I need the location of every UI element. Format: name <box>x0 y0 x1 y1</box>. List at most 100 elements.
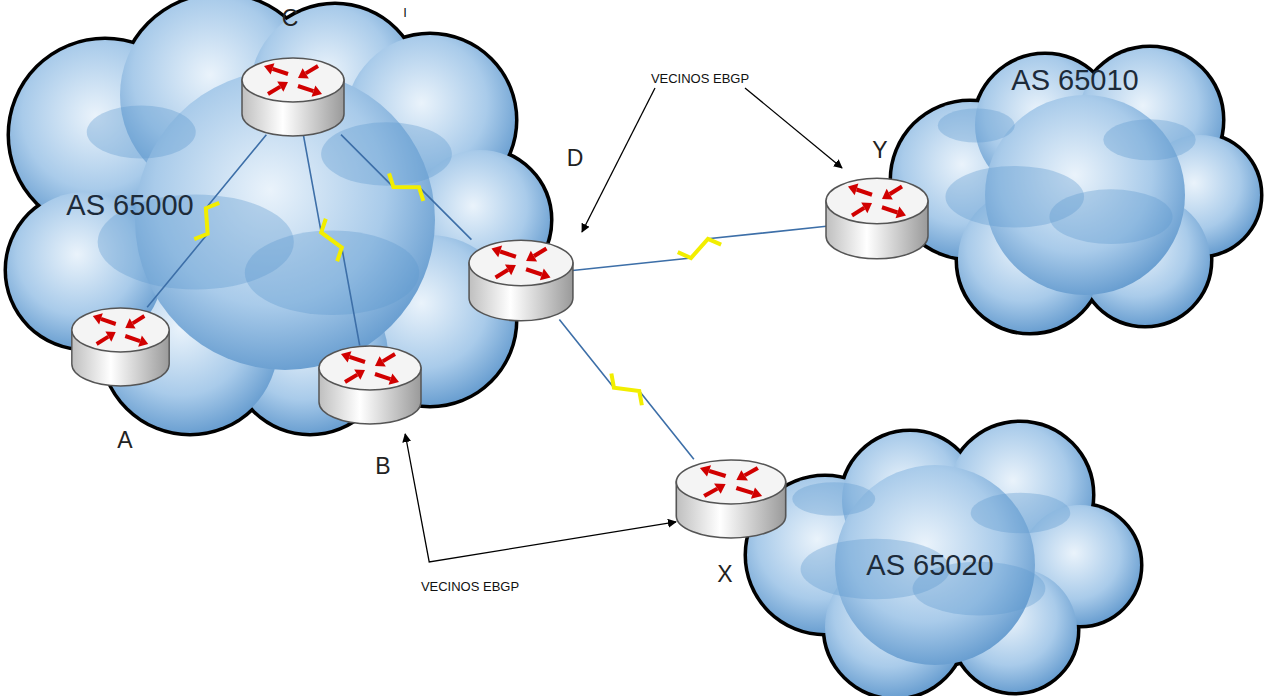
as-number: AS 65000 <box>66 189 193 221</box>
router-arrow <box>375 374 390 379</box>
router-arrowhead <box>751 487 762 498</box>
router-name: Y <box>872 137 887 163</box>
router-arrow <box>133 316 145 323</box>
router-arrowhead <box>491 246 502 258</box>
router-top <box>676 460 785 504</box>
cloud-stroke <box>747 423 1140 696</box>
router-arrowhead <box>93 313 103 324</box>
peering-arrow <box>405 434 676 562</box>
router-name-wrap: D <box>567 145 584 172</box>
router-node: Y <box>822 170 932 265</box>
router-name-wrap: X <box>717 561 732 588</box>
router-icon <box>315 338 425 430</box>
router-arrow <box>306 66 318 73</box>
router-arrowhead <box>896 207 906 219</box>
as-number-wrap: AS 65000 <box>66 189 193 222</box>
router-arrowhead <box>264 63 274 74</box>
router-top <box>826 178 928 223</box>
router-arrowhead <box>389 373 399 384</box>
as-number-wrap: AS 65010 <box>1011 64 1138 97</box>
router-arrow <box>882 207 897 212</box>
router-top <box>72 308 169 352</box>
router-node: X <box>672 452 790 544</box>
cloud-puff <box>321 122 452 185</box>
router-name-wrap: B <box>375 453 390 480</box>
cloud-puff <box>1049 189 1172 244</box>
router-arrow <box>350 357 365 362</box>
cloud-stroke <box>892 48 1260 332</box>
router-arrowhead <box>375 356 386 366</box>
router-arrowhead <box>848 184 858 196</box>
router-arrowhead <box>125 318 135 328</box>
router-arrow <box>857 189 872 194</box>
autonomous-system-cloud: AS 65010Y <box>880 40 1265 325</box>
router-icon <box>672 452 790 544</box>
autonomous-system-cloud: AS 65020X <box>730 415 1145 695</box>
router-arrowhead <box>354 369 365 379</box>
router-arrowhead <box>714 483 726 493</box>
router-arrow <box>526 269 542 274</box>
router-arrow <box>852 208 864 216</box>
router-arrowhead <box>736 470 748 480</box>
router-arrowhead <box>526 251 537 262</box>
router-arrowhead <box>861 203 872 214</box>
router-arrow <box>500 251 516 256</box>
edge-label-wrap: VECINOS EBGP <box>421 577 519 595</box>
router-arrow <box>496 270 509 278</box>
cloud-puff <box>245 231 419 315</box>
router-arrow <box>125 336 140 341</box>
router-arrow <box>709 471 726 476</box>
as-number: AS 65020 <box>866 549 993 581</box>
router-arrowhead <box>505 265 516 276</box>
annotation-label-wrap: I <box>403 3 407 21</box>
router-arrowhead <box>138 335 148 346</box>
autonomous-system-cloud: AS 65000 C A B <box>5 0 550 440</box>
lightning-bolt <box>678 239 721 258</box>
serial-link <box>559 319 694 459</box>
leader-line <box>745 88 842 168</box>
router-arrow <box>745 468 758 475</box>
router-arrowhead <box>277 81 288 91</box>
router-arrowhead <box>700 465 711 476</box>
router-arrow <box>345 375 357 382</box>
cloud-puff <box>938 108 1015 142</box>
router-arrow <box>101 319 116 324</box>
serial-link <box>573 226 827 270</box>
router-name: A <box>117 427 132 453</box>
router-node: B <box>315 338 425 430</box>
cloud-stroke <box>7 0 550 433</box>
router-arrow <box>534 249 547 257</box>
router-top <box>469 240 573 285</box>
router-name: D <box>567 145 584 171</box>
annotation-label-wrap: VECINOS EBGP <box>651 69 749 87</box>
cloud-fill <box>7 0 550 433</box>
router-arrow <box>383 354 395 361</box>
annotation-label: I <box>403 5 407 20</box>
router-name-wrap: Y <box>872 137 887 164</box>
cloud-puff <box>792 482 875 516</box>
router-top <box>242 58 344 102</box>
router-name: X <box>717 561 732 587</box>
router-arrow <box>298 86 313 91</box>
cloud-fill <box>747 423 1140 696</box>
router-node: D <box>465 232 577 327</box>
cloud-puff <box>971 493 1071 533</box>
router-arrow <box>736 488 753 493</box>
leader-line <box>582 88 655 232</box>
connector <box>559 319 694 459</box>
router-node: A <box>68 300 173 392</box>
router-name-wrap: C <box>282 5 299 32</box>
as-number: AS 65010 <box>1011 64 1138 96</box>
connector <box>405 434 676 562</box>
router-icon <box>822 170 932 265</box>
router-icon <box>238 50 348 142</box>
lightning-bolt <box>611 374 641 406</box>
annotation-label: VECINOS EBGP <box>651 71 749 86</box>
router-arrowhead <box>105 331 115 341</box>
router-arrow <box>97 337 109 344</box>
router-arrow <box>268 87 280 94</box>
router-top <box>319 346 421 390</box>
router-node: C <box>238 50 348 142</box>
router-arrowhead <box>341 351 351 362</box>
